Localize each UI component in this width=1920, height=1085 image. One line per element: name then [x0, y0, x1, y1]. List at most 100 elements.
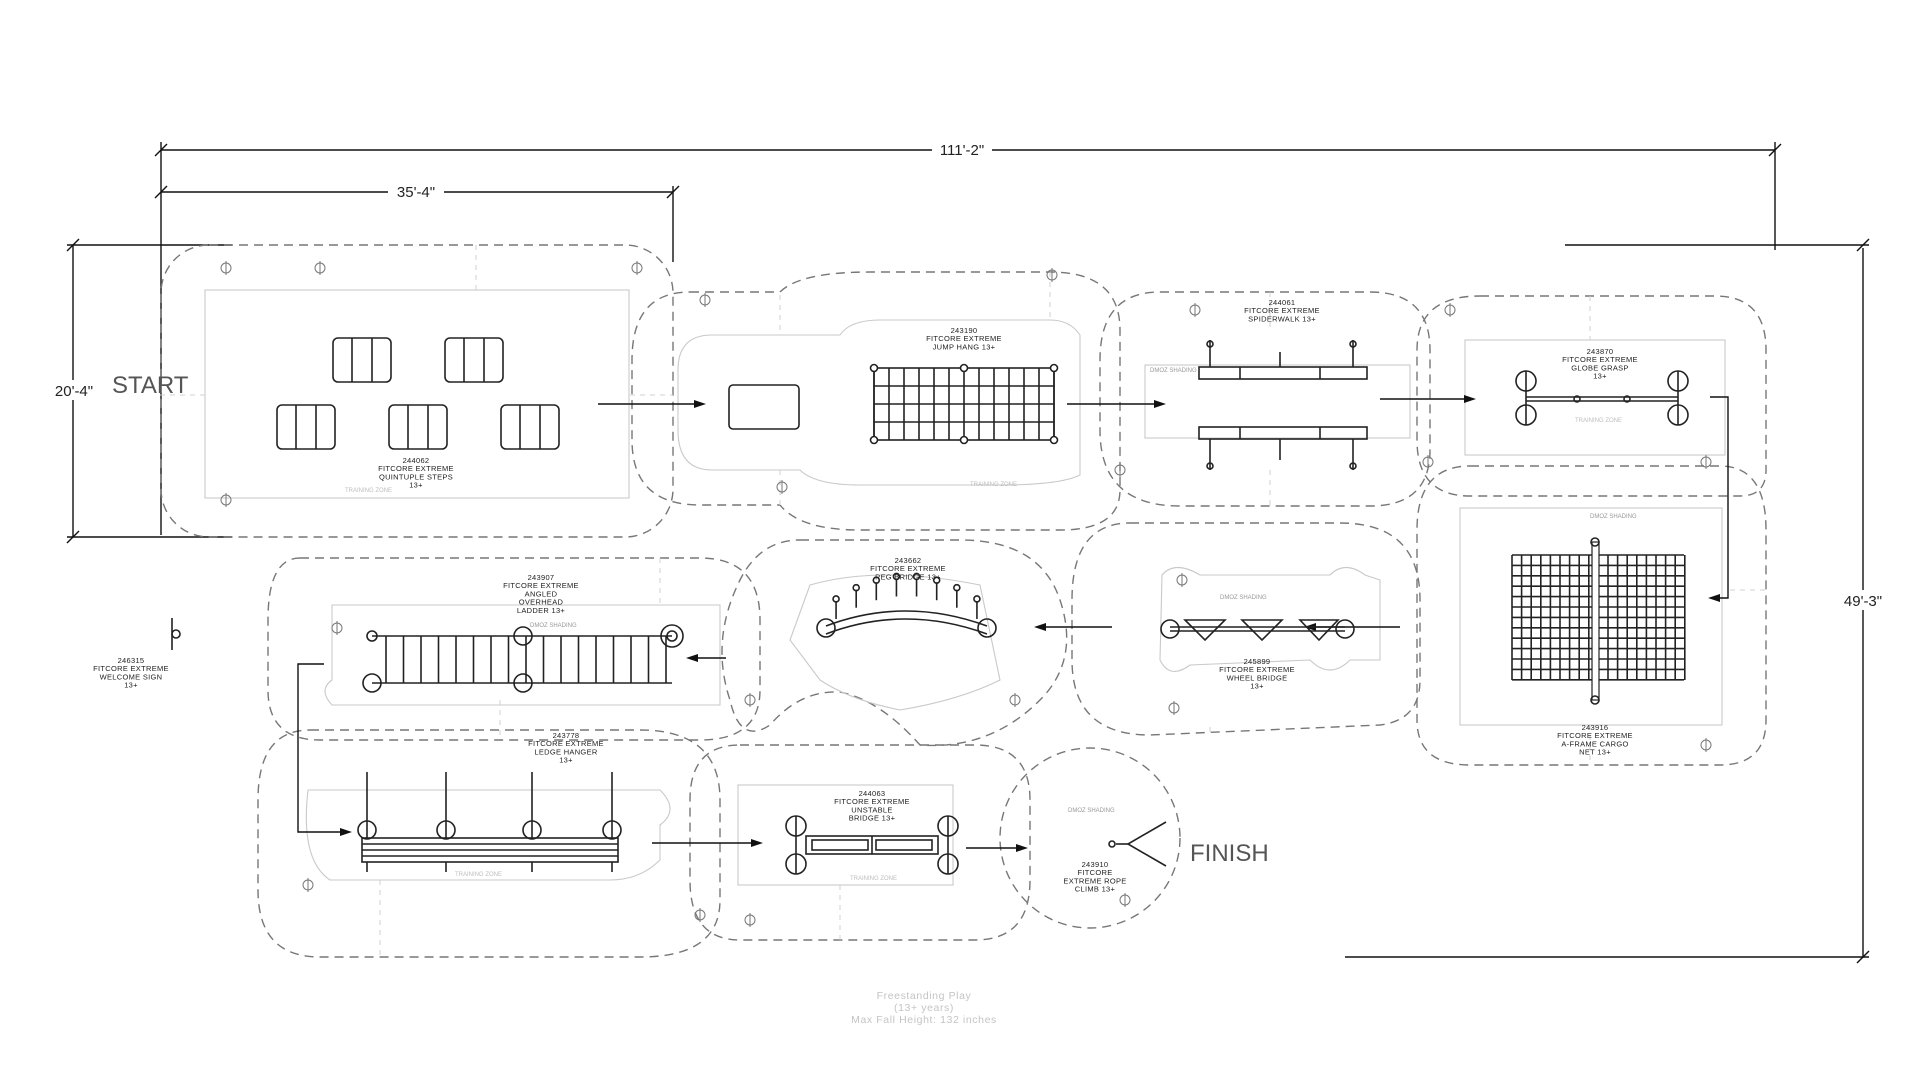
safety-zones — [160, 244, 1767, 958]
welcome-sign-label-line: WELCOME SIGN — [100, 672, 163, 681]
cargo-net-label-line: NET 13+ — [1579, 748, 1611, 757]
peg-bridge-label-line: PEG BRIDGE 13+ — [875, 572, 941, 581]
spiderwalk-label-line: FITCORE EXTREME — [1244, 306, 1320, 315]
wheel-bridge-label-line: 13+ — [1250, 682, 1264, 691]
ledge-hanger-equipment — [357, 772, 622, 872]
flow-arrows — [297, 395, 1729, 852]
start-width-dimension: 35'-4" — [154, 181, 680, 262]
general-notes: Freestanding Play (13+ years) Max Fall H… — [851, 990, 997, 1026]
ledge-hanger-label-line: 13+ — [559, 756, 573, 765]
rope-climb-label-line: EXTREME ROPE — [1063, 876, 1126, 885]
svg-text:DMOZ SHADING: DMOZ SHADING — [1150, 368, 1197, 374]
overall-height-dimension: 49'-3" — [1345, 238, 1890, 964]
finish-label: FINISH — [1190, 840, 1269, 867]
jump-hang-label-line: 243190 — [951, 326, 978, 335]
quintuple-label-line: 244062 — [403, 456, 430, 465]
cargo-net-equipment — [1511, 537, 1686, 705]
wheel-bridge-label-line: FITCORE EXTREME — [1219, 665, 1295, 674]
ledge-hanger-label-line: LEDGE HANGER — [534, 747, 597, 756]
jump-hang-label-line: FITCORE EXTREME — [926, 334, 1002, 343]
spiderwalk-equipment — [1198, 340, 1368, 470]
peg-bridge-label-line: FITCORE EXTREME — [870, 564, 946, 573]
quintuple-label-line: 13+ — [409, 481, 423, 490]
start-width-label: 35'-4" — [397, 184, 435, 201]
unstable-bridge-label-line: FITCORE EXTREME — [834, 797, 910, 806]
note-line-3: Max Fall Height: 132 inches — [851, 1014, 997, 1026]
clearance-marks — [160, 245, 1766, 957]
cargo-net-label-line: A-FRAME CARGO — [1561, 739, 1628, 748]
zone-rope-climb — [999, 747, 1181, 929]
overall-width-label: 111'-2" — [940, 142, 984, 159]
svg-text:TRAINING ZONE: TRAINING ZONE — [970, 482, 1017, 488]
overhead-ladder-label-line: LADDER 13+ — [517, 606, 566, 615]
wheel-bridge-equipment — [1160, 619, 1355, 642]
peg-bridge-equipment — [816, 572, 997, 638]
welcome-sign-equipment — [171, 618, 181, 650]
zone-jump-hang — [631, 271, 1121, 531]
globe-grasp-label-line: 243870 — [1587, 347, 1614, 356]
spiderwalk-label-line: 244061 — [1269, 298, 1296, 307]
inner-zones — [204, 289, 1726, 886]
cargo-net-label-line: 243916 — [1582, 723, 1609, 732]
ledge-hanger-label-line: 243778 — [553, 731, 580, 740]
start-label: START — [112, 372, 189, 399]
zone-wheel-bridge — [1071, 522, 1421, 736]
overall-height-label: 49'-3" — [1844, 593, 1882, 610]
svg-text:DMOZ SHADING: DMOZ SHADING — [1068, 808, 1115, 814]
quintuple-label-line: FITCORE EXTREME — [378, 464, 454, 473]
start-height-dimension: 20'-4" — [50, 238, 232, 544]
zone-unstable-bridge — [689, 744, 1031, 941]
svg-text:TRAINING ZONE: TRAINING ZONE — [850, 876, 897, 882]
zone-quintuple — [160, 244, 674, 538]
note-line-1: Freestanding Play — [877, 990, 972, 1002]
quintuple-label-line: QUINTUPLE STEPS — [379, 472, 453, 481]
overhead-ladder-label-line: ANGLED — [525, 589, 558, 598]
note-line-2: (13+ years) — [894, 1002, 954, 1014]
globe-grasp-label-line: GLOBE GRASP — [1571, 363, 1629, 372]
rope-climb-equipment — [1108, 821, 1167, 867]
globe-grasp-equipment — [1515, 370, 1689, 426]
unstable-bridge-label-line: UNSTABLE — [851, 805, 892, 814]
welcome-sign-label-line: 13+ — [124, 681, 138, 690]
zone-peg-bridge — [721, 539, 1068, 747]
unstable-bridge-equipment — [785, 815, 959, 875]
svg-text:TRAINING ZONE: TRAINING ZONE — [455, 872, 502, 878]
overhead-ladder-label-line: 243907 — [528, 573, 555, 582]
wheel-bridge-label-line: 245899 — [1244, 657, 1271, 666]
svg-text:TRAINING ZONE: TRAINING ZONE — [345, 488, 392, 494]
zone-ledge-hanger — [257, 729, 721, 958]
zone-cargo-net — [1416, 465, 1767, 766]
start-height-label: 20'-4" — [55, 383, 93, 400]
welcome-sign-label-line: FITCORE EXTREME — [93, 664, 169, 673]
unstable-bridge-label-line: BRIDGE 13+ — [849, 814, 896, 823]
overhead-ladder-label-line: OVERHEAD — [519, 598, 564, 607]
zone-annotations: TRAINING ZONE TRAINING ZONE TRAINING ZON… — [345, 368, 1637, 882]
svg-text:TRAINING ZONE: TRAINING ZONE — [1575, 418, 1622, 424]
svg-text:DMOZ SHADING: DMOZ SHADING — [1220, 595, 1267, 601]
cargo-net-label-line: FITCORE EXTREME — [1557, 731, 1633, 740]
zone-globe-grasp — [1416, 295, 1767, 497]
welcome-sign-label-line: 246315 — [118, 656, 145, 665]
peg-bridge-label-line: 243662 — [895, 556, 922, 565]
grid-markers — [220, 261, 1712, 927]
spiderwalk-label-line: SPIDERWALK 13+ — [1248, 314, 1316, 323]
globe-grasp-label-line: FITCORE EXTREME — [1562, 355, 1638, 364]
overhead-ladder-equipment — [362, 624, 684, 693]
overall-width-dimension: 111'-2" — [154, 140, 1782, 535]
rope-climb-label-line: FITCORE — [1077, 868, 1112, 877]
jump-hang-label-line: JUMP HANG 13+ — [933, 342, 996, 351]
quintuple-steps-equipment — [276, 337, 560, 450]
overhead-ladder-label-line: FITCORE EXTREME — [503, 581, 579, 590]
rope-climb-label-line: 243910 — [1082, 860, 1109, 869]
rope-climb-label-line: CLIMB 13+ — [1075, 885, 1116, 894]
wheel-bridge-label-line: WHEEL BRIDGE — [1227, 673, 1288, 682]
svg-text:DMOZ SHADING: DMOZ SHADING — [530, 623, 577, 629]
globe-grasp-label-line: 13+ — [1593, 372, 1607, 381]
jump-hang-equipment — [728, 363, 1059, 445]
svg-text:DMOZ SHADING: DMOZ SHADING — [1590, 514, 1637, 520]
ledge-hanger-label-line: FITCORE EXTREME — [528, 739, 604, 748]
unstable-bridge-label-line: 244063 — [859, 789, 886, 798]
